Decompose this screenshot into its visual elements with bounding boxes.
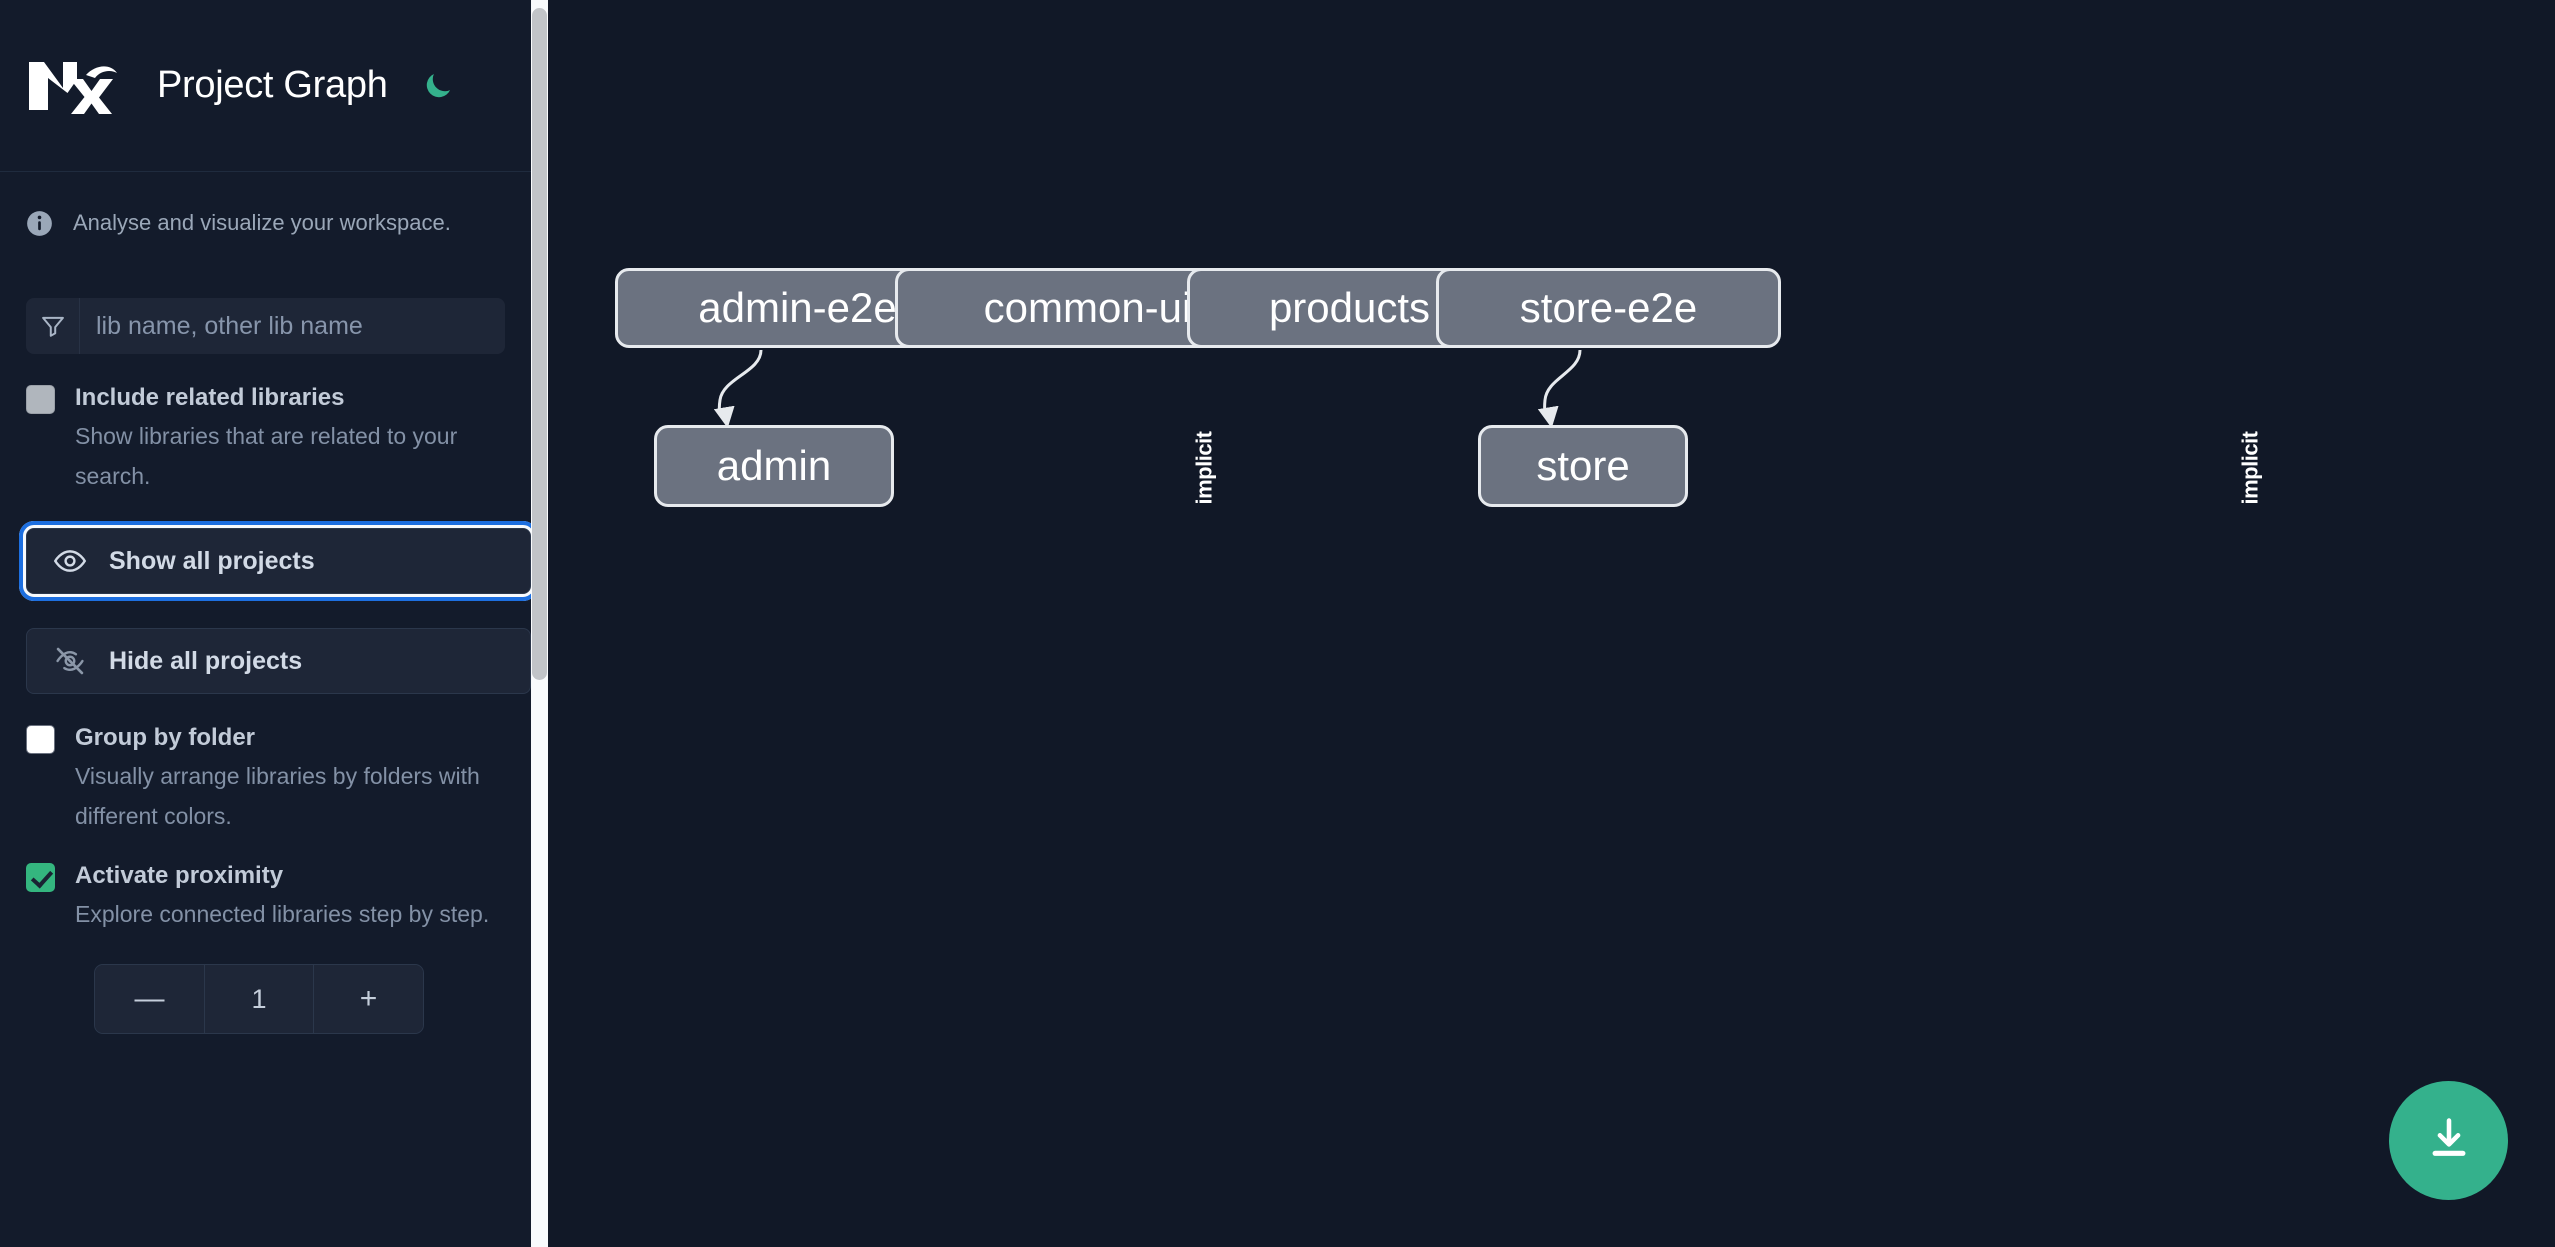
option-activate-proximity[interactable]: Activate proximity Explore connected lib… bbox=[0, 858, 531, 934]
option-include-related-libraries[interactable]: Include related libraries Show libraries… bbox=[0, 380, 531, 496]
checkbox-activate-proximity[interactable] bbox=[26, 863, 55, 892]
search-bar[interactable] bbox=[26, 298, 505, 354]
edge-label-implicit: implicit bbox=[1191, 431, 1217, 505]
option-group-by-folder[interactable]: Group by folder Visually arrange librari… bbox=[0, 720, 531, 836]
proximity-value: 1 bbox=[205, 965, 313, 1033]
page-title: Project Graph bbox=[157, 64, 388, 106]
node-label: admin-e2e bbox=[698, 284, 897, 331]
eye-off-icon bbox=[53, 644, 87, 678]
node-label: common-ui bbox=[983, 284, 1192, 331]
eye-icon bbox=[53, 544, 87, 578]
hide-all-projects-button[interactable]: Hide all projects bbox=[26, 628, 531, 694]
proximity-increment-button[interactable]: + bbox=[313, 965, 423, 1033]
sidebar-scrollbar-thumb[interactable] bbox=[532, 8, 547, 680]
info-icon bbox=[26, 210, 53, 237]
sidebar: Project Graph Analyse and visualize yo bbox=[0, 0, 555, 1247]
node-label: admin bbox=[716, 442, 832, 489]
hide-all-projects-label: Hide all projects bbox=[109, 646, 303, 675]
search-input[interactable] bbox=[80, 298, 505, 354]
show-all-projects-button[interactable]: Show all projects bbox=[19, 521, 538, 601]
node-label: store bbox=[1536, 442, 1630, 489]
checkbox-group-by-folder[interactable] bbox=[26, 725, 55, 754]
option-label: Activate proximity bbox=[75, 862, 284, 889]
download-icon bbox=[2423, 1113, 2475, 1168]
sidebar-scrollbar-track[interactable] bbox=[531, 0, 548, 1247]
option-description: Show libraries that are related to your … bbox=[75, 423, 458, 489]
edge-store-e2e-store bbox=[1537, 349, 1582, 429]
graph-node-admin[interactable]: admin bbox=[654, 425, 894, 507]
graph-node-store[interactable]: store bbox=[1478, 425, 1688, 507]
option-description: Visually arrange libraries by folders wi… bbox=[75, 763, 480, 829]
visibility-button-group: Show all projects Hide all projects bbox=[0, 521, 538, 694]
option-description: Explore connected libraries step by step… bbox=[75, 901, 490, 927]
option-label: Group by folder bbox=[75, 724, 255, 751]
node-label: store-e2e bbox=[1519, 284, 1698, 331]
checkbox-include-related-libraries[interactable] bbox=[26, 385, 55, 414]
graph-edges bbox=[713, 349, 1582, 429]
edge-admin-e2e-admin bbox=[713, 349, 763, 429]
proximity-decrement-button[interactable]: — bbox=[95, 965, 205, 1033]
graph-node-store-e2e[interactable]: store-e2e bbox=[1436, 268, 1781, 348]
download-graph-button[interactable] bbox=[2389, 1081, 2508, 1200]
moon-icon[interactable] bbox=[418, 66, 458, 106]
sidebar-edge bbox=[548, 0, 555, 1247]
node-label: products bbox=[1268, 284, 1431, 331]
graph-canvas[interactable]: implicit implicit admin-e2e common-ui pr… bbox=[555, 0, 2555, 1247]
proximity-stepper: — 1 + bbox=[94, 964, 424, 1034]
show-all-projects-label: Show all projects bbox=[109, 546, 315, 575]
option-label: Include related libraries bbox=[75, 384, 345, 411]
edge-label-implicit: implicit bbox=[2237, 431, 2263, 505]
nx-logo-icon bbox=[26, 58, 120, 114]
filter-funnel-icon bbox=[26, 298, 80, 354]
tagline-text: Analyse and visualize your workspace. bbox=[73, 210, 451, 235]
sidebar-header: Project Graph bbox=[0, 0, 531, 172]
sidebar-tagline: Analyse and visualize your workspace. bbox=[0, 172, 531, 274]
